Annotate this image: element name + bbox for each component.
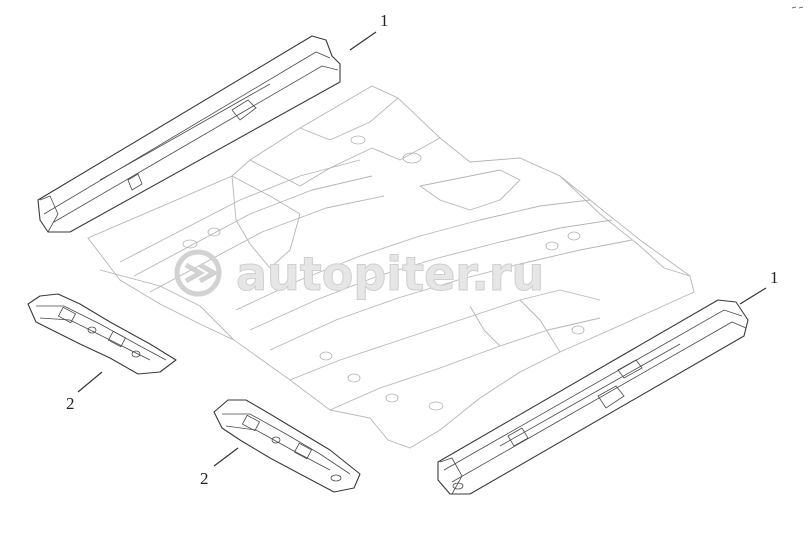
sill-front-flange <box>443 309 743 471</box>
front-floor-panel <box>519 299 561 353</box>
sill-front-flange <box>451 321 747 483</box>
center-tunnel <box>269 239 633 351</box>
crossmember-left-flange <box>39 317 151 361</box>
floor-hole <box>350 135 366 145</box>
leader-line <box>77 371 103 393</box>
crossmember-left-bracket <box>107 330 127 348</box>
center-tunnel <box>235 199 591 311</box>
floor-side-edge <box>559 175 691 277</box>
sill-front-endcap <box>439 457 463 495</box>
floor-pan-outline <box>87 85 695 449</box>
crossmember-left-bracket <box>57 306 77 324</box>
rear-floor-rib <box>149 195 385 293</box>
sill-rear-flange <box>53 65 339 223</box>
callout-crossmember-front: 2 <box>200 447 239 488</box>
floor-hole <box>207 227 221 237</box>
floor-hole <box>347 373 361 383</box>
sill-rear-body <box>37 35 341 233</box>
sill-front-bracket <box>617 359 643 379</box>
floor-pan-assembly <box>87 85 695 449</box>
sill-front-flange <box>499 343 681 447</box>
part-1-sill-rear <box>37 35 341 233</box>
floor-hole <box>182 239 198 249</box>
crossmember-left-flange <box>36 305 167 361</box>
floor-hole <box>319 351 333 361</box>
callout-label: 2 <box>66 394 75 413</box>
sill-rear-bracket <box>127 173 143 191</box>
crossmember-front-flange <box>222 413 351 475</box>
crossmember-front-hole <box>271 436 281 444</box>
crossmember-front-hole <box>330 474 342 482</box>
crossmember-front-body <box>213 399 361 493</box>
crossmember-left-body <box>27 293 177 375</box>
floor-hole <box>402 152 422 164</box>
callout-sill-rear: 1 <box>349 11 389 51</box>
front-floor-panel <box>469 305 501 347</box>
leader-line <box>739 287 767 305</box>
sill-front-bracket <box>507 427 529 447</box>
center-tunnel <box>249 219 613 331</box>
crossmember-front-bracket <box>293 442 313 460</box>
sill-rear-flange <box>43 51 331 215</box>
floor-hole <box>545 241 559 251</box>
sill-rear-endcap <box>39 195 59 233</box>
sill-rear-flange <box>99 83 271 181</box>
callout-sill-front: 1 <box>739 268 779 305</box>
callout-crossmember-left: 2 <box>66 371 103 413</box>
crossmember-left-hole <box>87 326 97 334</box>
crossmember-left-hole <box>131 350 141 358</box>
floor-crossbar <box>419 169 521 211</box>
leader-line <box>213 447 239 467</box>
front-floor-panel <box>289 289 601 381</box>
leader-line <box>349 31 377 51</box>
floor-crossbar <box>231 175 301 269</box>
callout-label: 1 <box>770 268 779 287</box>
floor-hole <box>567 231 581 241</box>
floor-hole <box>571 325 585 335</box>
rear-floor-rib <box>133 175 373 277</box>
watermark-text: autopiter.ru <box>236 247 544 301</box>
sill-front-bracket <box>597 385 625 409</box>
sill-front-hole <box>452 482 464 490</box>
autopiter-logo-icon <box>174 249 222 297</box>
part-1-sill-front <box>437 299 749 495</box>
floor-side-edge <box>99 269 235 341</box>
crossmember-front-bracket <box>241 414 261 432</box>
rear-raised-section <box>249 137 441 187</box>
part-2-crossmember-left <box>27 293 177 375</box>
callout-label: 1 <box>380 11 389 30</box>
front-floor-panel <box>329 317 601 411</box>
crossmember-front-flange <box>225 425 331 471</box>
floor-hole <box>385 393 399 403</box>
corner-mark <box>791 6 804 9</box>
rear-raised-section <box>299 97 399 141</box>
part-2-crossmember-front <box>213 399 361 493</box>
watermark: autopiter.ru <box>174 247 545 302</box>
floor-hole <box>428 401 444 411</box>
sill-rear-bracket <box>231 99 257 121</box>
callout-label: 2 <box>200 469 209 488</box>
